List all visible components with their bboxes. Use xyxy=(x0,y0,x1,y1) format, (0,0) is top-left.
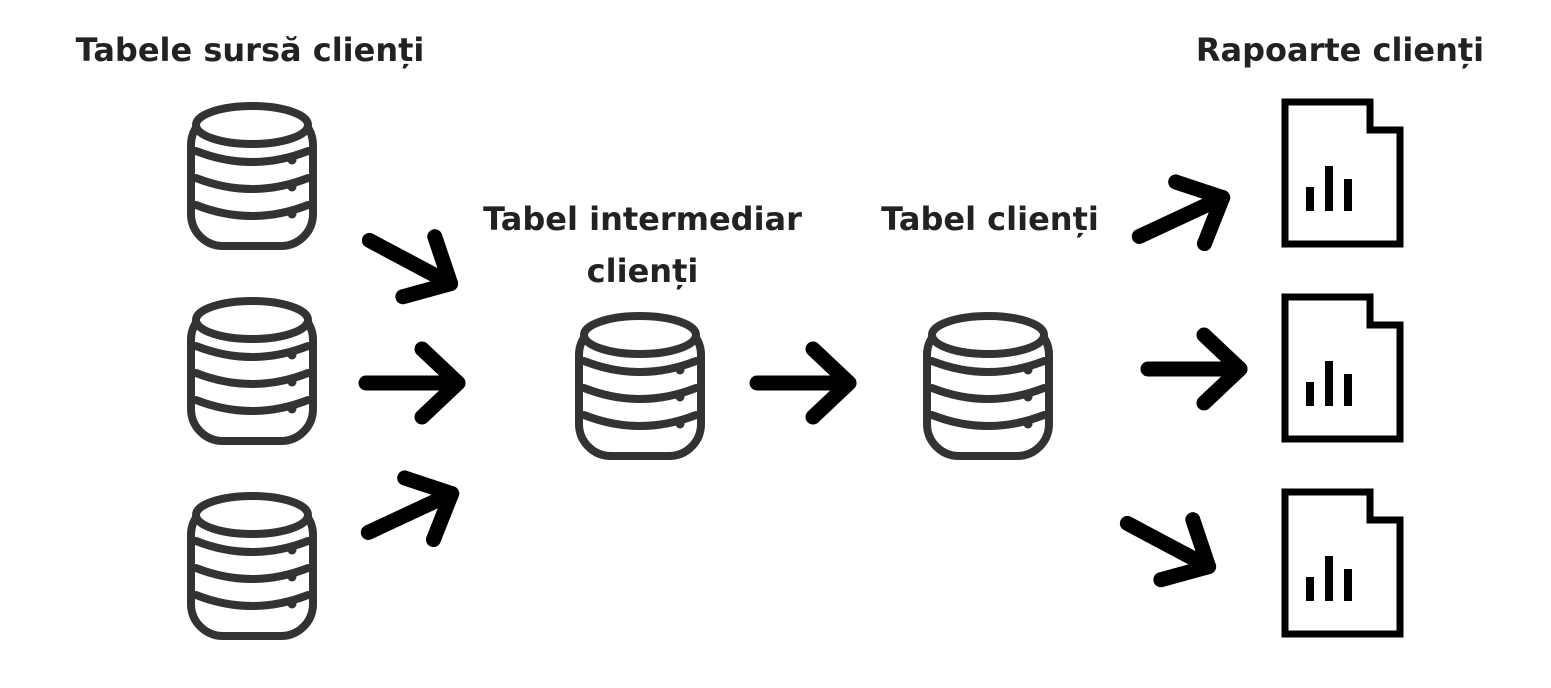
report-chart-icon-3 xyxy=(1285,492,1400,634)
source-database-icon-2 xyxy=(191,301,313,441)
customer-reports-label: Rapoarte clienți xyxy=(1195,31,1485,69)
customer-table-label: Tabel clienți xyxy=(881,200,1099,238)
arrow-right-icon xyxy=(1125,167,1237,268)
arrow-right-icon xyxy=(353,210,466,313)
source-database-icon-3 xyxy=(191,496,313,636)
intermediate-database-icon xyxy=(579,316,701,456)
arrow-right-icon xyxy=(1111,493,1224,596)
source-database-icon-1 xyxy=(191,106,313,246)
report-chart-icon-2 xyxy=(1285,297,1400,439)
intermediate-table-label: Tabel intermediar clienți xyxy=(483,200,802,290)
arrow-right-icon xyxy=(757,349,849,417)
source-tables-label: Tabele sursă clienți xyxy=(75,31,425,69)
arrow-right-icon xyxy=(366,349,458,417)
report-chart-icon-1 xyxy=(1285,102,1400,244)
arrow-right-icon xyxy=(1148,335,1240,403)
customer-database-icon xyxy=(927,316,1049,456)
arrow-right-icon xyxy=(354,463,466,564)
